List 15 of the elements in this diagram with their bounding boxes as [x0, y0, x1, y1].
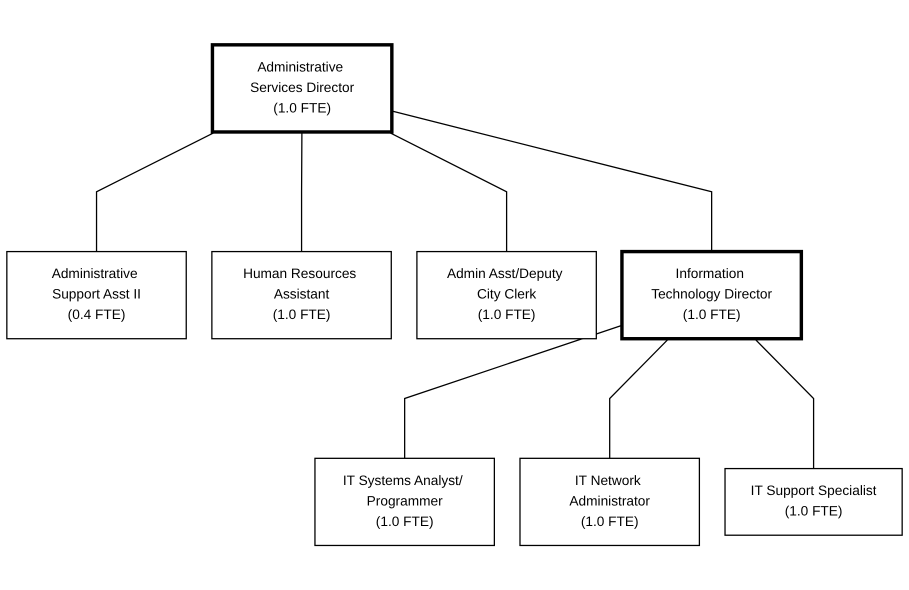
node-box: Human Resources Assistant (1.0 FTE) — [211, 250, 392, 340]
node-box: Admin Asst/Deputy City Clerk (1.0 FTE) — [416, 250, 597, 340]
connector — [609, 338, 670, 458]
connector — [404, 324, 622, 458]
node-box: IT Network Administrator (1.0 FTE) — [519, 458, 700, 546]
connector — [96, 131, 216, 252]
node-box: IT Support Specialist (1.0 FTE) — [724, 468, 903, 536]
node-box: Administrative Support Asst II (0.4 FTE) — [6, 250, 187, 340]
node-box: Administrative Services Director (1.0 FTE) — [210, 42, 394, 134]
connector — [300, 132, 303, 252]
node-box: Information Technology Director (1.0 FTE) — [620, 250, 804, 340]
connector — [754, 338, 814, 468]
connector — [392, 110, 712, 252]
node-box: IT Systems Analyst/ Programmer (1.0 FTE) — [314, 458, 495, 546]
connector — [388, 131, 508, 252]
